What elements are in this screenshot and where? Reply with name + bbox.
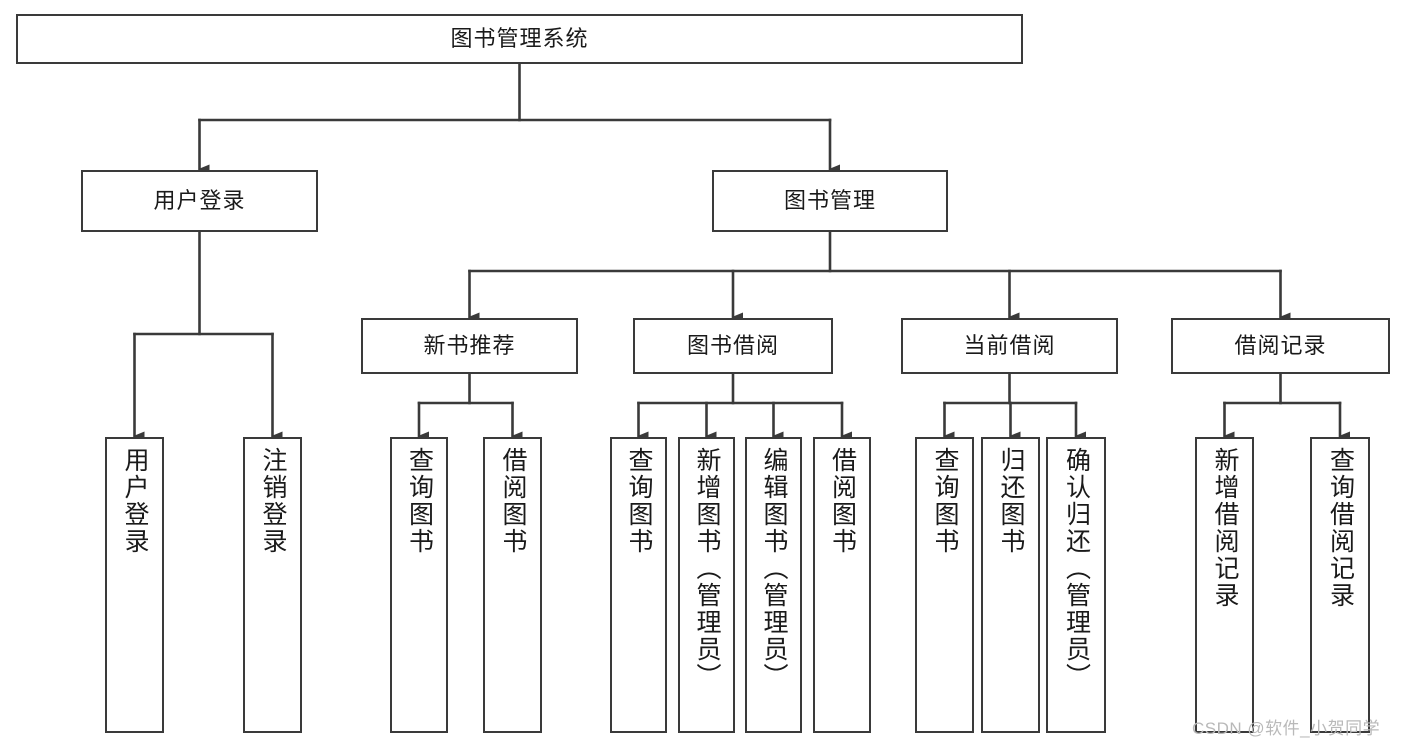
node-leaf-leaf-user-login[interactable]: 用户登录 bbox=[105, 437, 164, 733]
node-leaf-leaf-add-record[interactable]: 新增借阅记录 bbox=[1195, 437, 1254, 733]
node-level3-label: 新书推荐 bbox=[423, 333, 516, 358]
node-leaf-label: 查询图书 bbox=[405, 447, 434, 555]
node-leaf-leaf-logout[interactable]: 注销登录 bbox=[243, 437, 302, 733]
node-level3-current-borrow[interactable]: 当前借阅 bbox=[901, 318, 1118, 374]
node-leaf-label: 注销登录 bbox=[259, 447, 287, 555]
node-level2-book-management[interactable]: 图书管理 bbox=[712, 170, 948, 232]
node-leaf-label: 查询图书 bbox=[931, 447, 959, 555]
node-leaf-leaf-query-record[interactable]: 查询借阅记录 bbox=[1310, 437, 1370, 733]
watermark: CSDN @软件_小贺同学 bbox=[1192, 719, 1381, 738]
node-root-label: 图书管理系统 bbox=[450, 26, 589, 51]
node-leaf-label: 新增借阅记录 bbox=[1211, 447, 1239, 609]
node-leaf-leaf-confirm-return[interactable]: 确认归还（管理员） bbox=[1046, 437, 1106, 733]
node-level3-label: 当前借阅 bbox=[963, 333, 1056, 358]
node-level2-label: 用户登录 bbox=[153, 188, 246, 213]
node-level3-new-book-recommend[interactable]: 新书推荐 bbox=[361, 318, 578, 374]
node-leaf-leaf-add-book[interactable]: 新增图书（管理员） bbox=[678, 437, 735, 733]
node-leaf-label: 查询借阅记录 bbox=[1326, 447, 1355, 609]
node-level3-borrow-record[interactable]: 借阅记录 bbox=[1171, 318, 1390, 374]
node-leaf-leaf-return-book[interactable]: 归还图书 bbox=[981, 437, 1040, 733]
node-leaf-label: 新增图书（管理员） bbox=[693, 447, 721, 690]
node-leaf-label: 查询图书 bbox=[625, 447, 653, 555]
node-level3-label: 图书借阅 bbox=[686, 333, 779, 358]
node-level3-book-borrow[interactable]: 图书借阅 bbox=[633, 318, 833, 374]
node-level3-label: 借阅记录 bbox=[1234, 333, 1327, 358]
node-leaf-leaf-query-book-1[interactable]: 查询图书 bbox=[390, 437, 448, 733]
node-leaf-leaf-query-book-3[interactable]: 查询图书 bbox=[915, 437, 974, 733]
node-leaf-label: 归还图书 bbox=[997, 447, 1025, 555]
node-leaf-label: 借阅图书 bbox=[828, 447, 857, 555]
node-level2-user-login[interactable]: 用户登录 bbox=[81, 170, 318, 232]
node-leaf-leaf-edit-book[interactable]: 编辑图书（管理员） bbox=[745, 437, 802, 733]
node-leaf-label: 用户登录 bbox=[121, 447, 149, 555]
node-leaf-label: 编辑图书（管理员） bbox=[760, 447, 788, 690]
node-leaf-leaf-borrow-book-2[interactable]: 借阅图书 bbox=[813, 437, 871, 733]
node-leaf-leaf-query-book-2[interactable]: 查询图书 bbox=[610, 437, 667, 733]
node-level2-label: 图书管理 bbox=[783, 188, 876, 213]
node-leaf-label: 确认归还（管理员） bbox=[1062, 447, 1091, 690]
node-leaf-label: 借阅图书 bbox=[499, 447, 527, 555]
node-root[interactable]: 图书管理系统 bbox=[16, 14, 1023, 64]
node-leaf-leaf-borrow-book-1[interactable]: 借阅图书 bbox=[483, 437, 542, 733]
